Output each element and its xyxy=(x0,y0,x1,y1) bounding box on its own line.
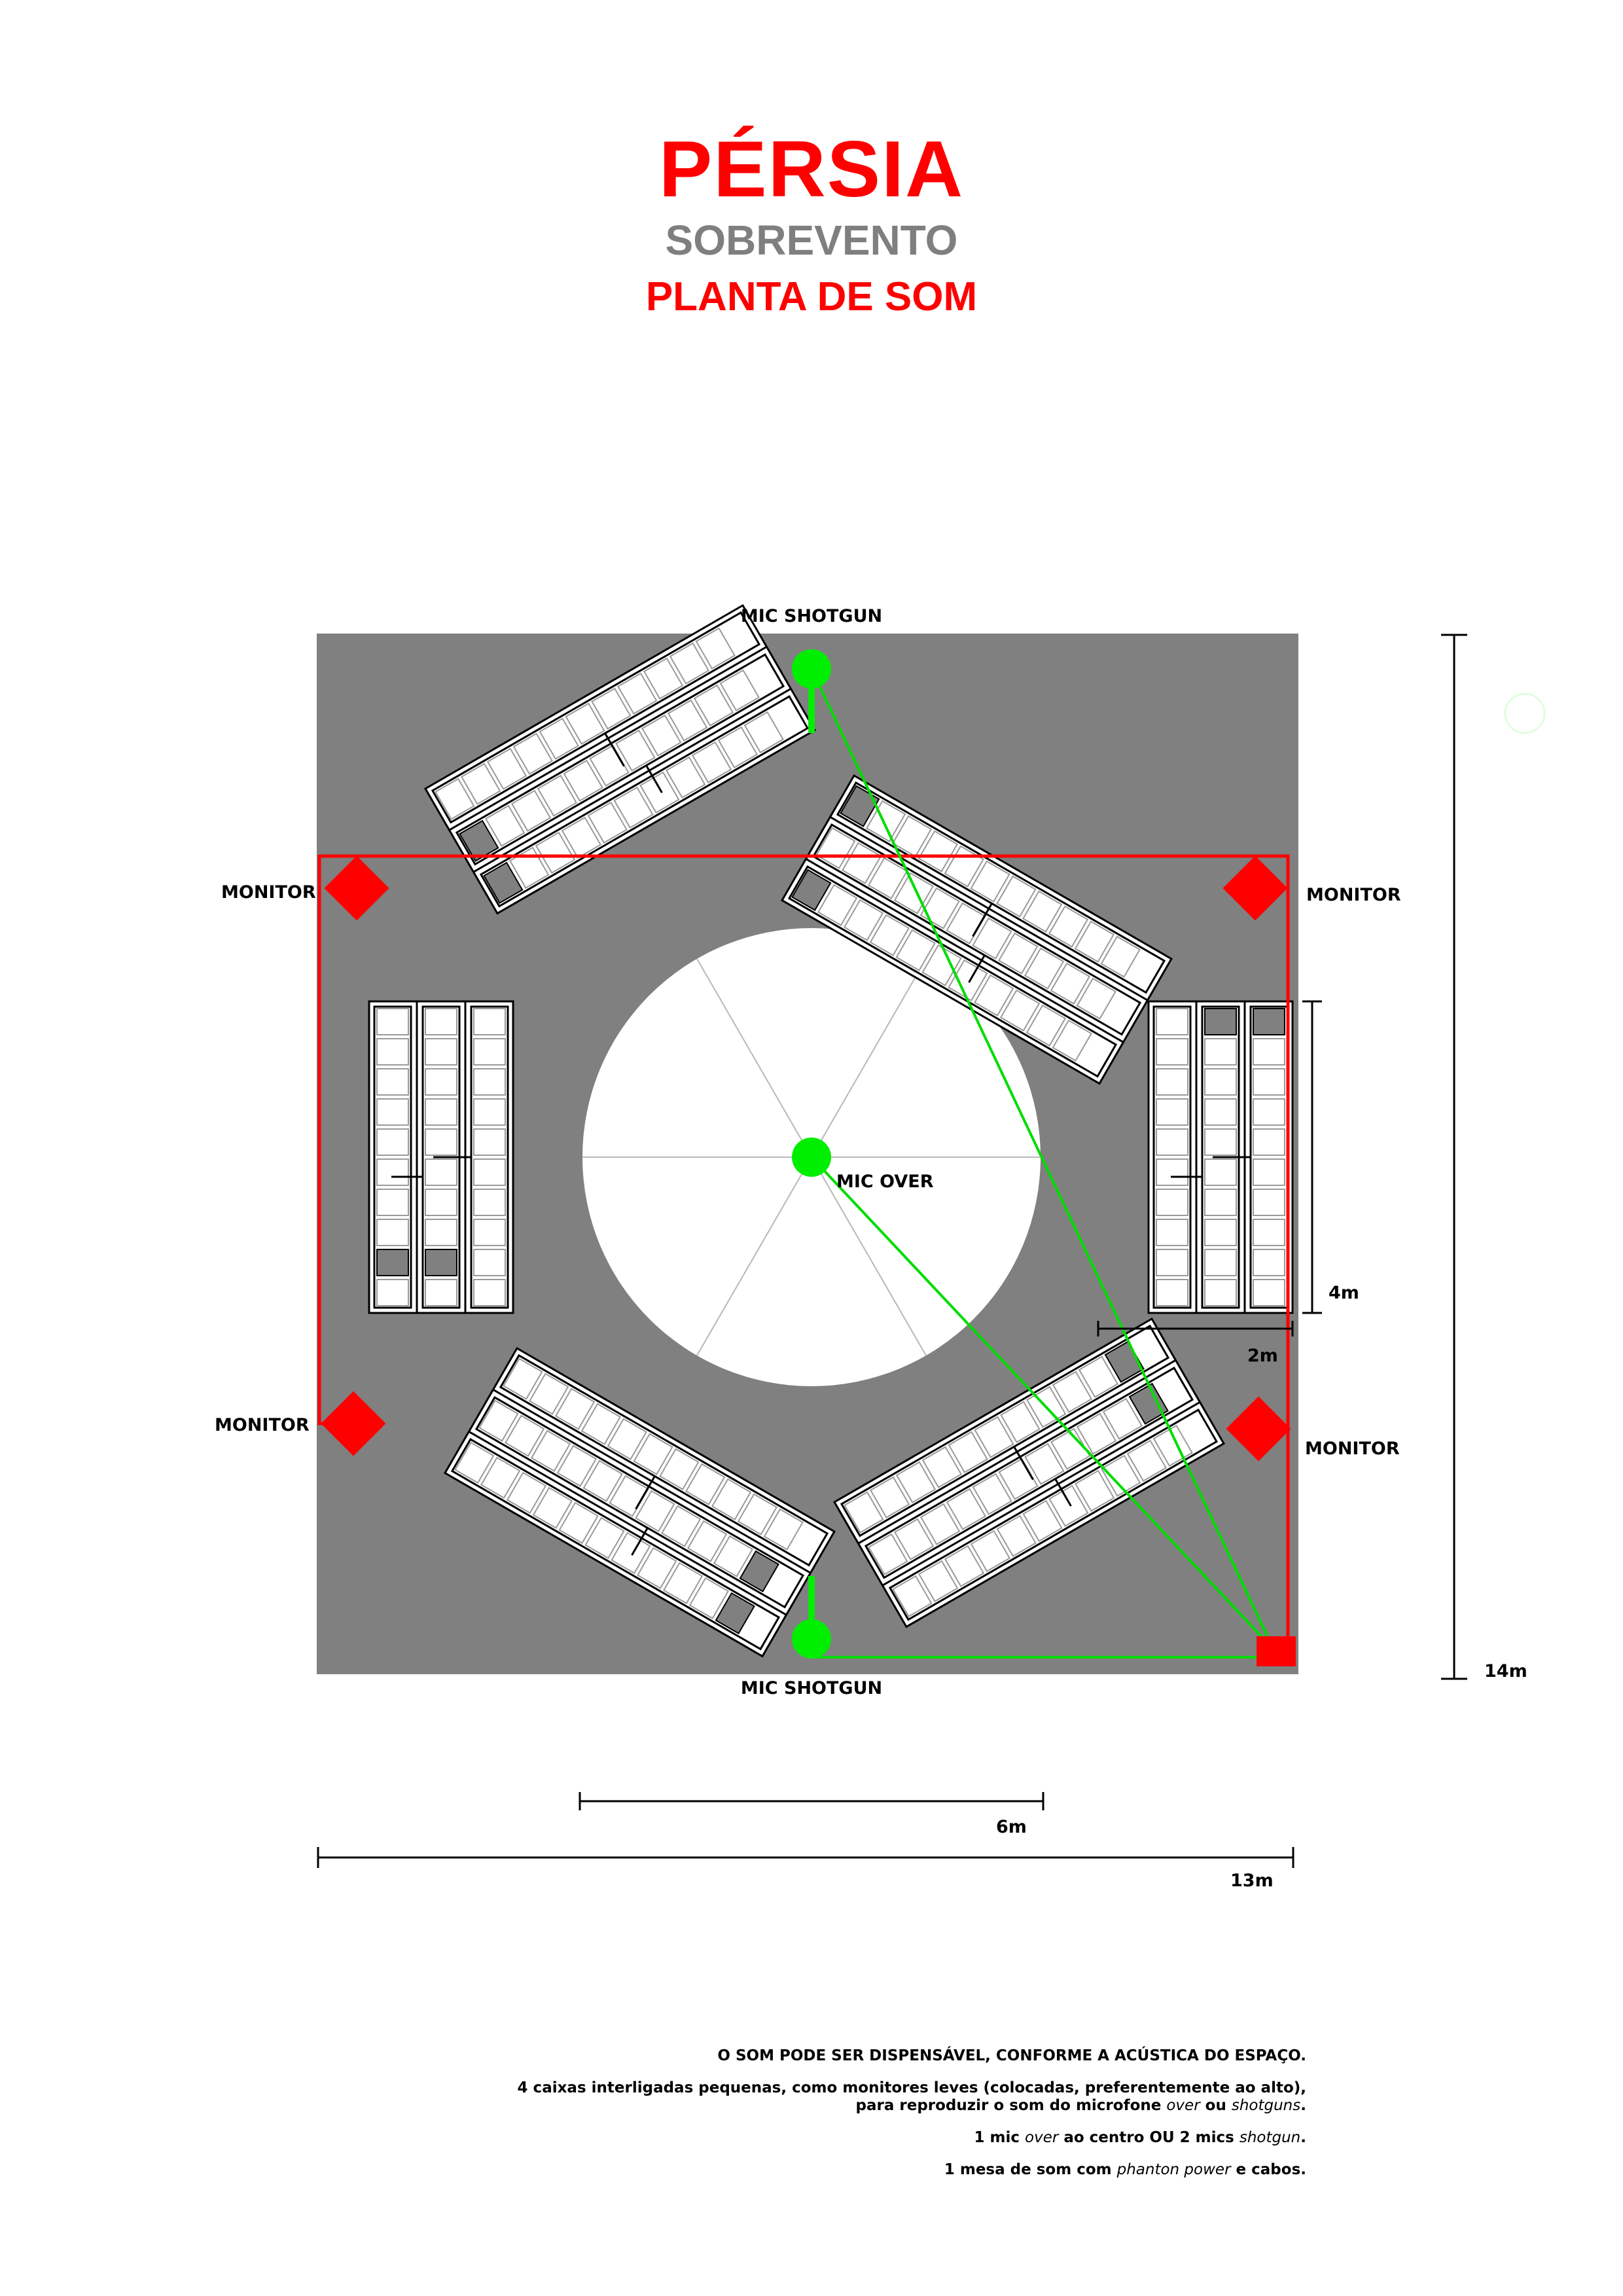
mic-cables xyxy=(810,668,1275,1659)
note-2: 4 caixas interligadas pequenas, como mon… xyxy=(517,2079,1306,2114)
label-monitor-bottom-left: MONITOR xyxy=(215,1415,310,1435)
seating-block-bottom-left xyxy=(443,1346,836,1658)
dim-label-2m: 2m xyxy=(1247,1346,1278,1366)
label-monitor-top-right: MONITOR xyxy=(1306,885,1401,905)
monitor-top-right-icon xyxy=(1222,855,1288,921)
notes: O SOM PODE SER DISPENSÁVEL, CONFORME A A… xyxy=(518,2047,1306,2193)
note-3: 1 mic over ao centro OU 2 mics shotgun. xyxy=(974,2129,1307,2146)
subtitle: SOBREVENTO xyxy=(665,217,958,264)
seating-block-left xyxy=(368,1000,514,1314)
sound-desk-icon xyxy=(1257,1636,1296,1666)
monitor-bottom-right-icon xyxy=(1226,1396,1291,1462)
label-mic-shotgun-bottom: MIC SHOTGUN xyxy=(741,1678,882,1698)
faint-circle-icon xyxy=(1504,692,1546,734)
seating-block-bottom-right xyxy=(832,1317,1226,1628)
note-4: 1 mesa de som com phanton power e cabos. xyxy=(944,2161,1306,2178)
seating-block-top-right xyxy=(780,774,1173,1085)
title: PÉRSIA xyxy=(658,124,965,213)
dim-label-4m: 4m xyxy=(1329,1283,1359,1303)
label-monitor-top-left: MONITOR xyxy=(221,882,316,903)
seating-block-top-left xyxy=(423,603,817,915)
dimension-lines xyxy=(317,634,1467,1868)
plan-heading: PLANTA DE SOM xyxy=(645,274,978,319)
note-1: O SOM PODE SER DISPENSÁVEL, CONFORME A A… xyxy=(717,2047,1306,2064)
mic-shotgun-top-icon xyxy=(792,649,831,733)
dim-label-14m: 14m xyxy=(1484,1661,1527,1681)
label-monitor-bottom-right: MONITOR xyxy=(1305,1439,1400,1459)
dim-label-13m: 13m xyxy=(1230,1871,1274,1891)
mic-shotgun-bottom-icon xyxy=(792,1576,831,1659)
label-mic-over: MIC OVER xyxy=(836,1172,934,1192)
label-mic-shotgun-top: MIC SHOTGUN xyxy=(741,606,882,626)
seating-block-right xyxy=(1147,1000,1294,1314)
mic-over-icon xyxy=(792,1138,831,1177)
dim-label-6m: 6m xyxy=(996,1817,1027,1837)
